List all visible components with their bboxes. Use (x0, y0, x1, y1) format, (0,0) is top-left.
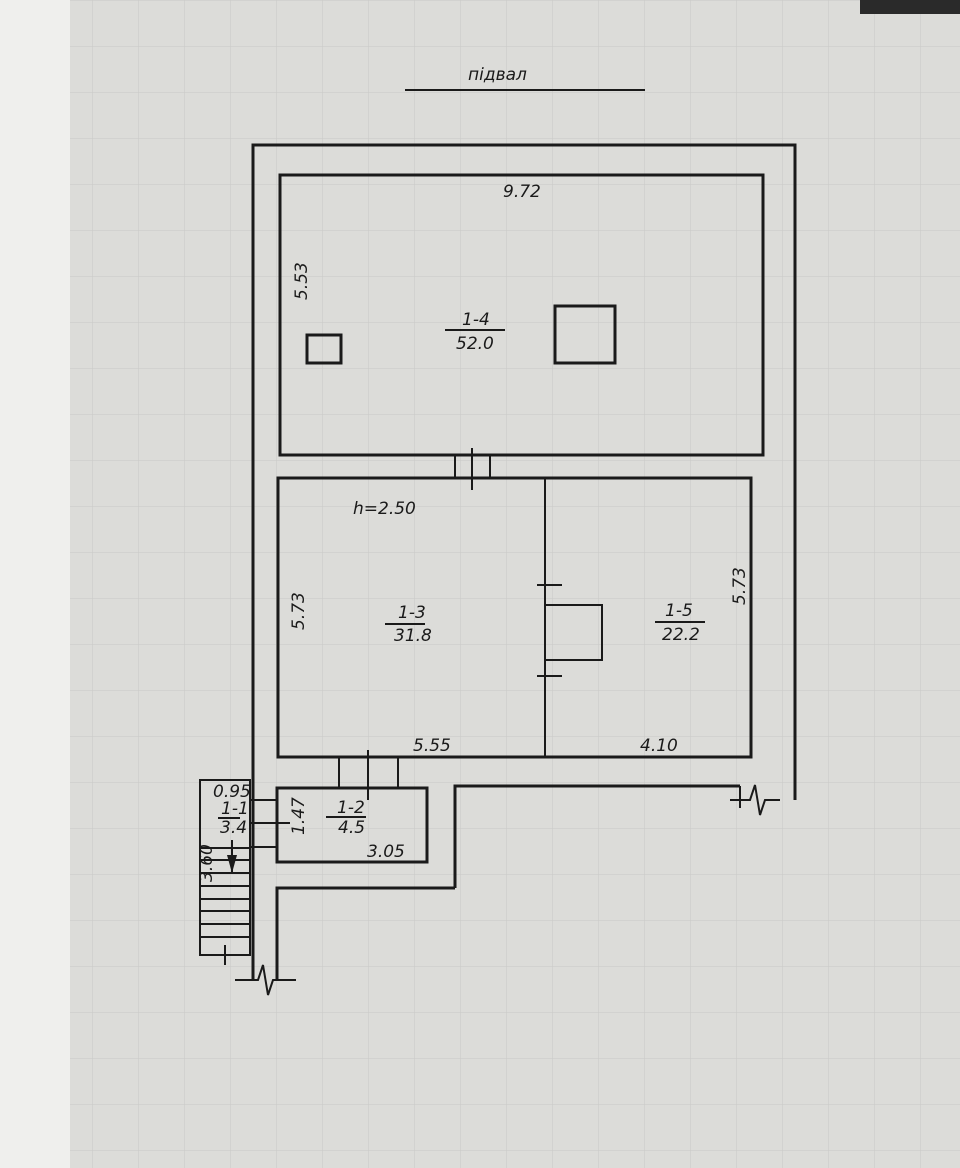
room-1-1: 0.95 1-1 3.4 3.60 (197, 782, 251, 882)
svg-text:22.2: 22.2 (662, 625, 700, 645)
svg-text:1.47: 1.47 (289, 797, 309, 835)
svg-text:3.60: 3.60 (197, 844, 217, 882)
plan-title: підвал (468, 65, 527, 85)
room-1-2: 1.47 1-2 4.5 3.05 (289, 797, 405, 862)
svg-text:4.10: 4.10 (640, 736, 678, 756)
svg-text:0.95: 0.95 (213, 782, 251, 802)
svg-text:52.0: 52.0 (456, 334, 494, 354)
room-1-3: h=2.50 5.73 1-3 31.8 5.55 (289, 499, 451, 756)
svg-text:3.05: 3.05 (367, 842, 405, 862)
svg-text:1-2: 1-2 (337, 798, 365, 818)
stairs (199, 779, 251, 965)
svg-text:5.73: 5.73 (289, 592, 309, 630)
svg-text:5.55: 5.55 (413, 736, 451, 756)
svg-text:1-4: 1-4 (462, 310, 490, 330)
equipment (305, 304, 617, 365)
svg-text:3.4: 3.4 (220, 818, 247, 838)
column-small (305, 333, 343, 365)
svg-text:5.73: 5.73 (730, 567, 750, 605)
paper-grid (70, 0, 960, 1168)
svg-text:4.5: 4.5 (338, 818, 365, 838)
walls (235, 143, 797, 996)
room-1-5: 5.73 1-5 22.2 4.10 (640, 567, 750, 756)
svg-text:31.8: 31.8 (394, 626, 432, 646)
svg-text:5.53: 5.53 (292, 262, 312, 300)
column-large (553, 304, 617, 365)
svg-text:1-5: 1-5 (665, 601, 693, 621)
svg-text:1-3: 1-3 (398, 603, 426, 623)
svg-text:9.72: 9.72 (503, 182, 541, 202)
page-edge-shadow (860, 0, 960, 14)
room-1-4: 9.72 5.53 1-4 52.0 (292, 182, 541, 354)
svg-text:1-1: 1-1 (221, 799, 249, 819)
svg-text:h=2.50: h=2.50 (353, 499, 416, 519)
